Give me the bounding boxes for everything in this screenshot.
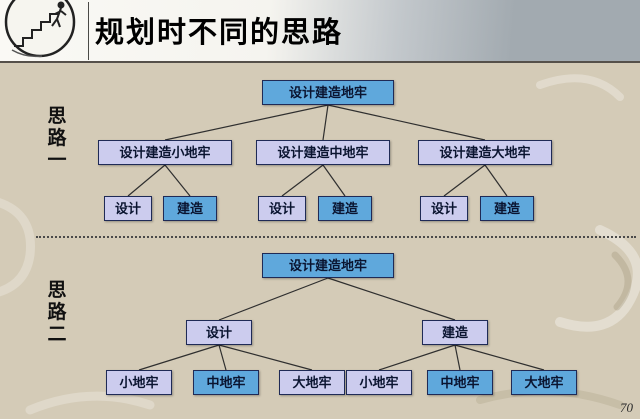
tree2-l3-box: 中地牢 (193, 370, 259, 395)
tree1-l3-box: 建造 (480, 196, 534, 221)
tree2-root-box: 设计建造地牢 (262, 253, 394, 278)
tree2-l3-box: 大地牢 (511, 370, 577, 395)
tree1-l3-box: 设计 (258, 196, 306, 221)
tree2-l2-box: 设计 (186, 320, 252, 345)
tree1-l3-box: 建造 (318, 196, 372, 221)
tree1-root-box: 设计建造地牢 (262, 80, 394, 105)
header-accent-line (0, 61, 640, 63)
sidebar-label-approach-1: 思路一 (47, 106, 67, 171)
tree1-l3-box: 设计 (420, 196, 468, 221)
tree2-l3-box: 小地牢 (106, 370, 172, 395)
sidebar-label-approach-2: 思路二 (47, 280, 67, 345)
tree2-l3-box: 中地牢 (427, 370, 493, 395)
slide-title: 规划时不同的思路 (95, 17, 344, 49)
tree1-l2-box: 设计建造中地牢 (256, 140, 390, 165)
tree1-l3-box: 设计 (104, 196, 152, 221)
figure-climbing-stairs-icon (4, 0, 76, 58)
tree1-l2-box: 设计建造大地牢 (418, 140, 552, 165)
tree2-l2-box: 建造 (422, 320, 488, 345)
dotted-separator (36, 236, 636, 238)
tree1-l3-box: 建造 (163, 196, 217, 221)
tree2-l3-box: 大地牢 (279, 370, 345, 395)
header-divider (88, 2, 89, 60)
tree2-l3-box: 小地牢 (346, 370, 412, 395)
page-number: 70 (620, 400, 633, 415)
header-band (0, 0, 640, 62)
tree1-l2-box: 设计建造小地牢 (98, 140, 232, 165)
